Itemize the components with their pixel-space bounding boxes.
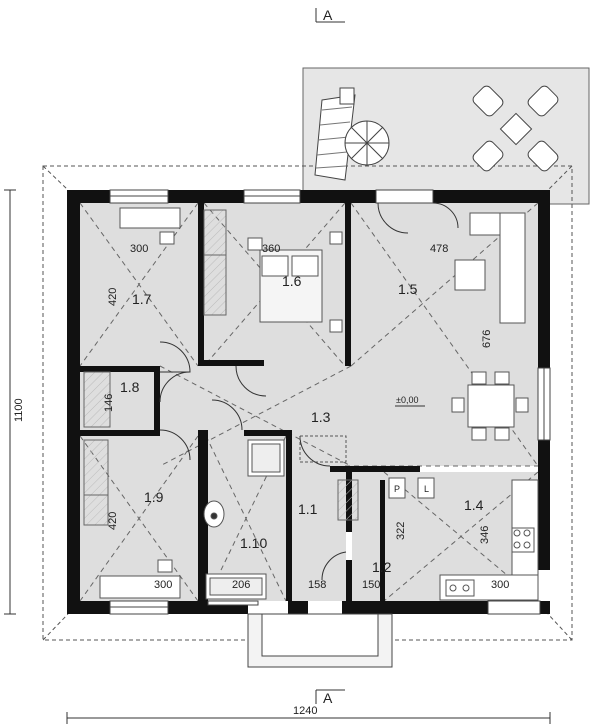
dim-1.4-width: 300 — [491, 579, 509, 591]
wardrobes — [83, 209, 359, 526]
terrace-furniture — [314, 85, 559, 181]
entrance-porch — [247, 613, 393, 668]
appliance-l-label: L — [424, 484, 429, 494]
room-label-1.3: 1.3 — [311, 409, 331, 425]
room-label-1.1: 1.1 — [298, 501, 318, 517]
room-label-1.10: 1.10 — [240, 535, 267, 551]
overall-width: 1240 — [293, 705, 317, 717]
dim-1.5-height: 676 — [481, 330, 493, 348]
dim-1.10-width: 206 — [232, 579, 250, 591]
dim-1.7-height: 420 — [107, 288, 119, 306]
room-label-1.2: 1.2 — [372, 559, 392, 575]
dim-1.2-width: 150 — [362, 579, 380, 591]
interior-walls — [75, 203, 420, 601]
dim-1.1-width: 158 — [308, 579, 326, 591]
room-label-1.5: 1.5 — [398, 281, 418, 297]
section-marker-top: A — [323, 7, 333, 23]
room-label-1.8: 1.8 — [120, 379, 140, 395]
dim-1.6-width: 360 — [262, 243, 280, 255]
dim-1.2-height: 322 — [395, 522, 407, 540]
furniture — [99, 207, 539, 601]
dim-1.8-height: 146 — [103, 394, 115, 412]
overall-height: 1100 — [13, 398, 25, 422]
section-marker-bottom: A — [323, 690, 333, 706]
room-label-1.9: 1.9 — [144, 489, 164, 505]
room-label-1.4: 1.4 — [464, 497, 484, 513]
room-label-1.6: 1.6 — [282, 273, 302, 289]
exterior-walls — [67, 190, 550, 614]
fridge-label: P — [394, 484, 400, 494]
dim-1.9-height: 420 — [107, 512, 119, 530]
dim-1.7-width: 300 — [130, 243, 148, 255]
dim-1.4-height: 346 — [479, 526, 491, 544]
dim-1.5-width: 478 — [430, 243, 448, 255]
dim-1.9-width: 300 — [154, 579, 172, 591]
windows — [109, 189, 551, 615]
level-mark: ±0,00 — [395, 395, 425, 407]
room-label-1.7: 1.7 — [132, 291, 152, 307]
level-mark-text: ±0,00 — [396, 395, 418, 405]
dimension-lines — [4, 8, 551, 724]
